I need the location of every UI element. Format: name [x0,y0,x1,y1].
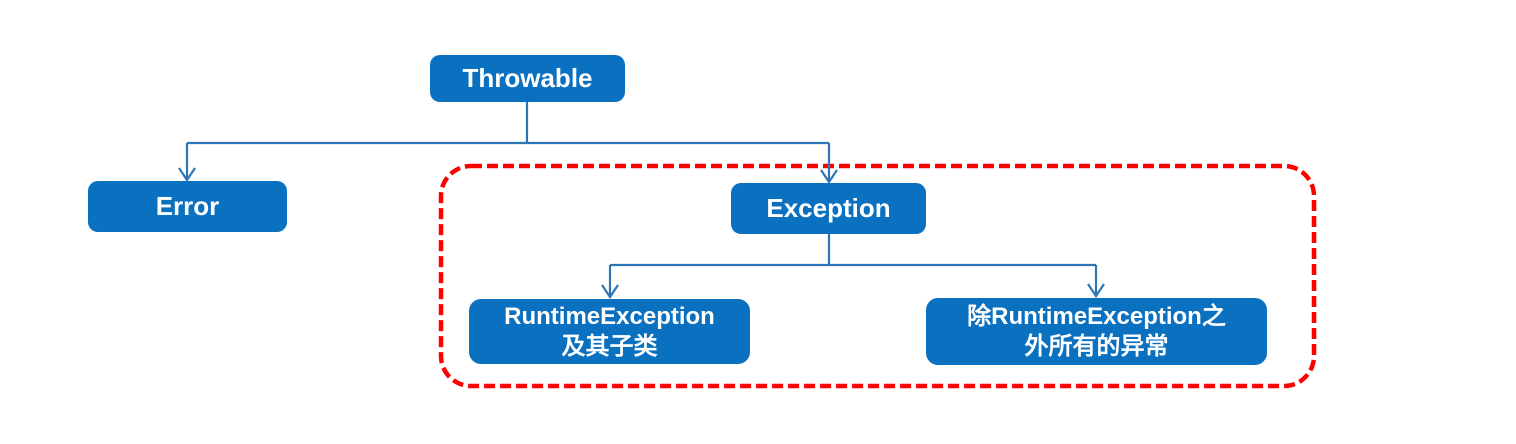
node-throwable-label: Throwable [462,63,593,93]
node-non-runtime-exception-label-line1: 除RuntimeException之 [967,302,1226,330]
node-exception-label: Exception [766,193,891,223]
node-runtime-exception: RuntimeException 及其子类 [469,299,750,364]
node-non-runtime-exception: 除RuntimeException之 外所有的异常 [926,298,1267,365]
node-error-label: Error [155,191,220,221]
highlight-region-border [438,163,1317,389]
node-runtime-exception-label-line1: RuntimeException [504,302,715,330]
arrowhead-to-exception-icon [820,169,838,184]
node-throwable: Throwable [430,55,625,102]
arrowhead-to-runtime-icon [601,284,619,299]
arrowhead-to-error-icon [178,167,196,182]
node-exception: Exception [731,183,926,234]
arrowhead-to-nonruntime-icon [1087,283,1105,298]
node-non-runtime-exception-label-line2: 外所有的异常 [1024,332,1169,360]
connector-exception-to-children [601,234,1105,299]
node-error: Error [88,181,287,232]
node-runtime-exception-label-line2: 及其子类 [561,332,658,360]
connector-throwable-to-children [178,102,838,184]
